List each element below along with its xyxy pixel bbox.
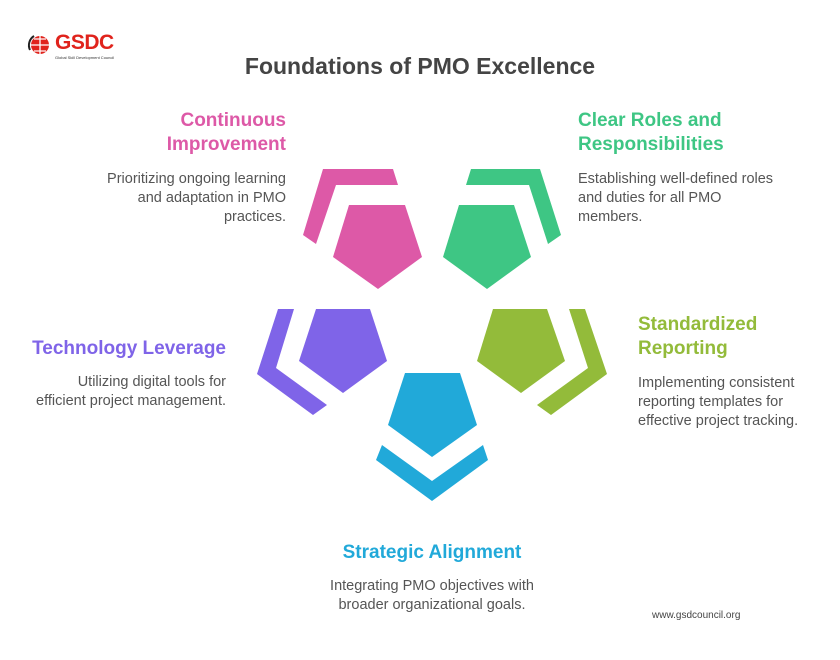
globe-icon <box>27 35 49 54</box>
item-technology-leverage: Technology Leverage Utilizing digital to… <box>0 337 226 411</box>
pentagon-clear-roles <box>443 169 561 289</box>
item-description: and duties for all PMO <box>578 190 722 206</box>
item-description: Prioritizing ongoing learning <box>107 171 286 187</box>
item-description: and adaptation in PMO <box>137 190 286 206</box>
item-heading: Technology Leverage <box>32 338 226 359</box>
item-heading: Improvement <box>166 134 286 155</box>
pentagon-continuous-improvement <box>303 169 422 289</box>
item-heading: Responsibilities <box>578 134 724 155</box>
item-heading: Reporting <box>638 338 728 359</box>
item-continuous-improvement: Continuous Improvement Prioritizing ongo… <box>26 109 286 227</box>
item-description: efficient project management. <box>36 393 226 409</box>
item-clear-roles: Clear Roles and Responsibilities Establi… <box>578 109 828 227</box>
pentagon-strategic-alignment <box>376 373 488 501</box>
item-description: Integrating PMO objectives with <box>330 578 534 594</box>
item-heading: Continuous <box>180 110 286 131</box>
item-strategic-alignment: Strategic Alignment Integrating PMO obje… <box>282 541 582 615</box>
pentagon-technology-leverage <box>257 309 387 415</box>
item-description: Establishing well-defined roles <box>578 171 774 187</box>
item-standardized-reporting: Standardized Reporting Implementing cons… <box>638 313 838 431</box>
item-description: broader organizational goals. <box>338 597 526 613</box>
item-description: practices. <box>223 209 286 225</box>
item-description: effective project tracking. <box>638 413 799 429</box>
item-heading: Strategic Alignment <box>342 542 522 563</box>
item-description: reporting templates for <box>638 394 784 410</box>
logo-text: GSDC <box>55 31 114 54</box>
footer-url: www.gsdcouncil.org <box>652 610 741 621</box>
item-description: Utilizing digital tools for <box>77 374 226 390</box>
page-title: Foundations of PMO Excellence <box>244 53 596 79</box>
logo-subtitle: Global Skill Development Council <box>55 55 115 60</box>
item-heading: Standardized <box>638 314 758 335</box>
pentagon-standardized-reporting <box>477 309 607 415</box>
item-heading: Clear Roles and <box>578 110 722 131</box>
item-description: members. <box>578 209 643 225</box>
item-description: Implementing consistent <box>638 375 795 391</box>
